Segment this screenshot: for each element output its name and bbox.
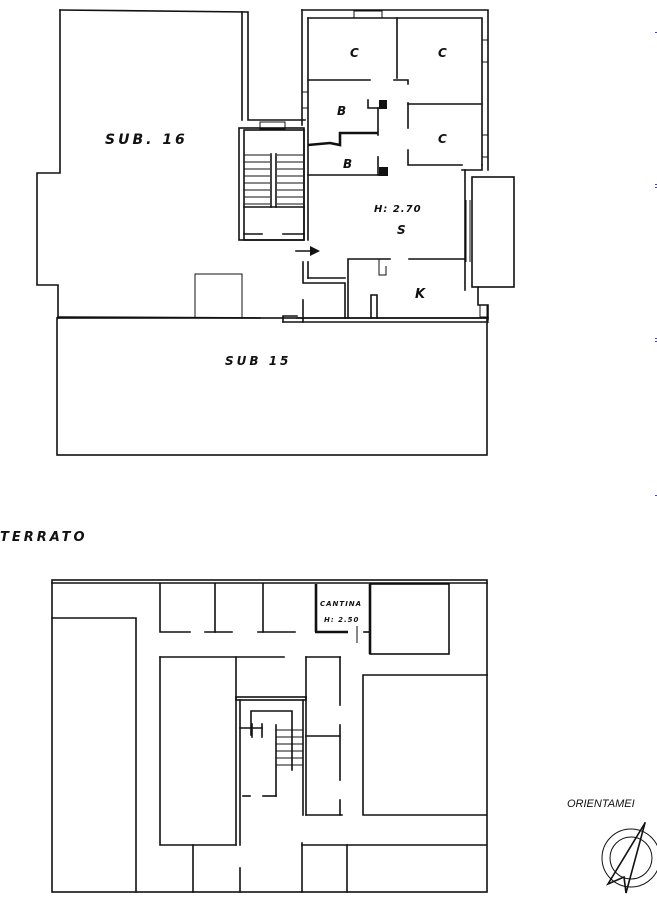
room-label-b2: B [343,157,353,171]
room-label-s: S [397,223,407,237]
room-label-b1: B [337,104,347,118]
sub16-label: SUB. 16 [105,132,188,148]
basement-plan: CANTINA H: 2.50 [51,579,488,893]
sub15-area: SUB 15 [56,317,488,456]
stair-steps-left [244,154,270,205]
apartment-outline [282,9,515,323]
stair-steps-right [277,154,303,205]
room-label-c3: C [438,132,448,146]
entrance-arrow-icon [295,246,320,256]
upper-floor-plan: C C B C B H: 2.70 S K SUB. 16 SUB 15 [36,9,515,456]
orientation-block: ORIENTAMEI [567,798,657,894]
room-label-c2: C [438,46,448,60]
cantina-height-label: H: 2.50 [324,616,359,624]
stair-core [238,121,305,241]
interior-walls [302,17,483,323]
cantina-label: CANTINA [320,600,362,608]
sub16-area [36,9,306,319]
height-label: H: 2.70 [374,204,422,215]
room-label-c1: C [350,46,360,60]
room-labels: C C B C B H: 2.70 S K SUB. 16 [105,46,448,302]
room-label-k: K [415,287,426,302]
sub15-label: SUB 15 [225,354,291,368]
basement-title: TERRATO [0,530,88,545]
margin-ticks [655,32,657,496]
north-compass-icon [601,821,657,894]
orientation-label: ORIENTAMEI [567,798,635,810]
